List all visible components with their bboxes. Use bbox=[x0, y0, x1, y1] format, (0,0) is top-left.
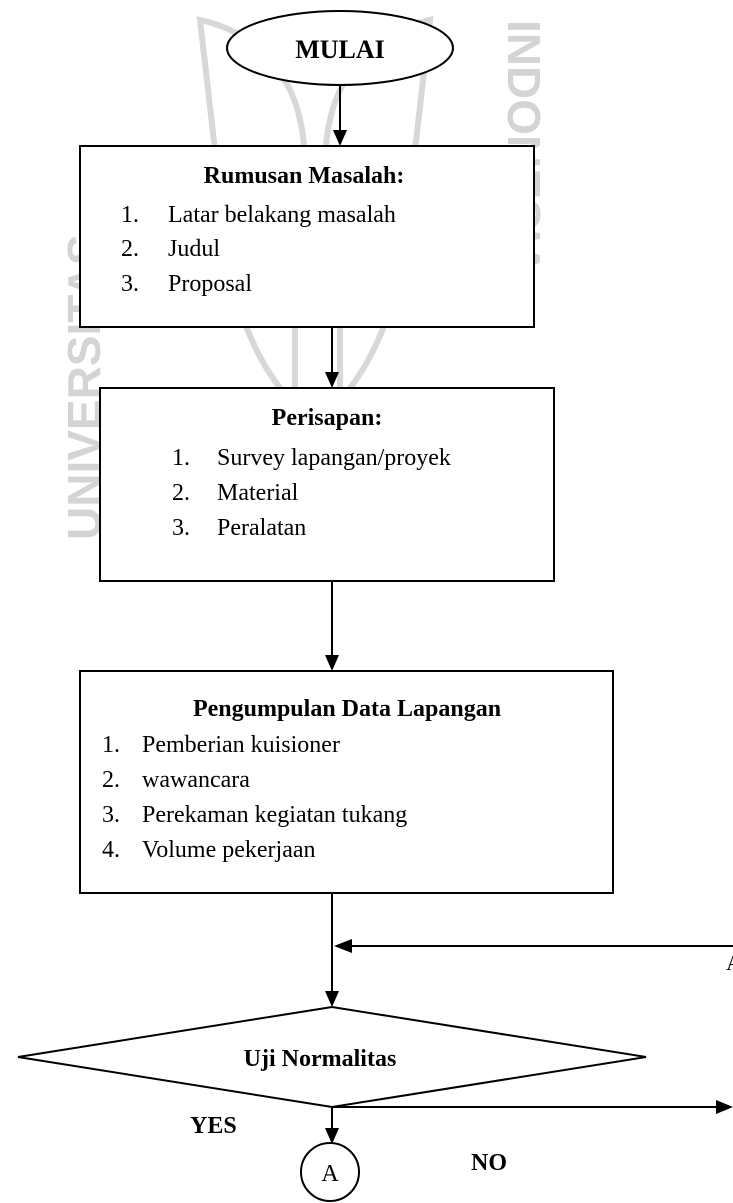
step3-item-1-num: 1. bbox=[102, 732, 120, 758]
step1-item-1-text: Latar belakang masalah bbox=[168, 202, 396, 228]
arrow-head bbox=[333, 130, 347, 146]
step1-item-2-num: 2. bbox=[121, 236, 139, 262]
step1-item-1-num: 1. bbox=[121, 202, 139, 228]
start-label: MULAI bbox=[295, 35, 385, 64]
arrow-head bbox=[716, 1100, 733, 1114]
connector-a-label: A bbox=[321, 1161, 339, 1187]
step2-box bbox=[99, 387, 555, 582]
step1-item-3-num: 3. bbox=[121, 271, 139, 297]
step2-title: Perisapan: bbox=[272, 405, 383, 431]
step3-item-1-text: Pemberian kuisioner bbox=[142, 732, 340, 758]
step1-item-2-text: Judul bbox=[168, 236, 220, 262]
step1-box bbox=[79, 145, 535, 328]
yes-label: YES bbox=[190, 1113, 237, 1139]
arrow-head bbox=[325, 372, 339, 388]
step3-item-3-text: Perekaman kegiatan tukang bbox=[142, 802, 407, 828]
step3-item-2-num: 2. bbox=[102, 767, 120, 793]
step2-item-2-num: 2. bbox=[172, 480, 190, 506]
arrow-head bbox=[325, 1128, 339, 1144]
arrow-head bbox=[325, 655, 339, 671]
return-loop-label: A bbox=[726, 950, 733, 975]
step1-item-3-text: Proposal bbox=[168, 271, 252, 297]
step3-item-2-text: wawancara bbox=[142, 767, 250, 793]
no-label: NO bbox=[471, 1150, 507, 1176]
arrow-head bbox=[325, 991, 339, 1007]
step2-item-1-text: Survey lapangan/proyek bbox=[217, 445, 451, 471]
step2-item-3-num: 3. bbox=[172, 515, 190, 541]
step3-title: Pengumpulan Data Lapangan bbox=[193, 696, 501, 722]
connector-a bbox=[300, 1142, 360, 1202]
step3-box bbox=[79, 670, 614, 894]
step3-item-4-num: 4. bbox=[102, 837, 120, 863]
step1-title: Rumusan Masalah: bbox=[204, 163, 405, 189]
decision-label: Uji Normalitas bbox=[244, 1046, 397, 1072]
step3-item-3-num: 3. bbox=[102, 802, 120, 828]
decision-diamond bbox=[17, 1005, 647, 1109]
step2-item-3-text: Peralatan bbox=[217, 515, 306, 541]
step2-item-1-num: 1. bbox=[172, 445, 190, 471]
step2-item-2-text: Material bbox=[217, 480, 299, 506]
arrow-head bbox=[334, 939, 352, 953]
step3-item-4-text: Volume pekerjaan bbox=[142, 837, 316, 863]
